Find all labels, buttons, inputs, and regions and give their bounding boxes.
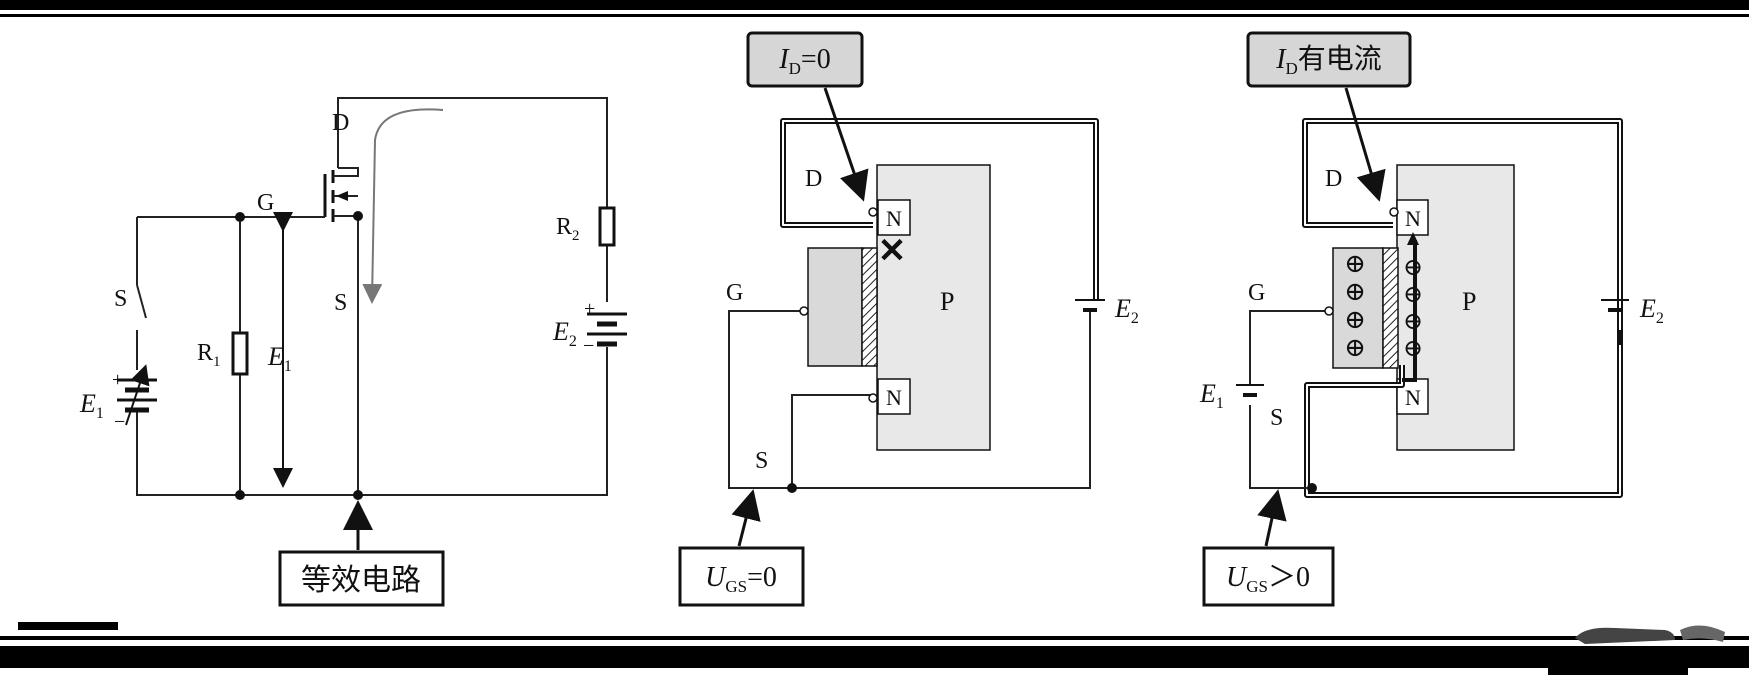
drain-current-arrow xyxy=(362,108,444,304)
pb-label-g: G xyxy=(1248,280,1265,306)
label-e1-span: E1 xyxy=(267,342,292,375)
pb-label-s: S xyxy=(1270,405,1283,431)
oxide-layer xyxy=(861,247,878,367)
zb-label-s: S xyxy=(755,448,768,474)
gate-charges: ⊕ ⊕ ⊕ ⊕ xyxy=(1344,249,1366,362)
e2-minus: − xyxy=(583,335,594,357)
e1-plus: + xyxy=(112,369,123,391)
blocked-cross-icon: ✕ xyxy=(878,233,907,270)
zb-label-e2: E2 xyxy=(1114,294,1139,327)
pb-label-e2: E2 xyxy=(1639,294,1664,327)
pb-label-d: D xyxy=(1325,166,1342,192)
n-region-top xyxy=(1396,199,1429,236)
id-zero-box xyxy=(746,31,864,88)
ugs-zero-box xyxy=(678,546,805,607)
minus-charge-icon: ⊖ xyxy=(1403,336,1423,362)
plus-charge-icon: ⊕ xyxy=(1344,305,1366,334)
minus-charge-icon: ⊖ xyxy=(1403,255,1423,281)
positive-bias-panel: ⊕ ⊕ ⊕ ⊕ ⊖ ⊖ ⊖ ⊖ ⊖ ID有电流 UGS＞0 D G S P N … xyxy=(1199,31,1664,607)
plus-charge-icon: ⊕ xyxy=(1344,249,1366,278)
e1-battery xyxy=(117,364,157,426)
r2-resistor xyxy=(598,206,616,247)
pb-label-n-bottom: N xyxy=(1405,385,1421,410)
mosfet-symbol xyxy=(310,167,359,222)
pb-label-p: P xyxy=(1462,287,1476,316)
id-flow-label: ID有电流 xyxy=(1275,43,1382,78)
caption-equivalent: 等效电路 xyxy=(301,564,421,597)
label-r1: R1 xyxy=(197,340,221,370)
gate-electrode xyxy=(1332,247,1384,369)
ugs-positive-label: UGS＞0 xyxy=(1226,562,1310,596)
pb-label-n-top: N xyxy=(1405,206,1421,231)
pb-label-e1: E1 xyxy=(1199,379,1224,412)
label-r2: R2 xyxy=(556,214,580,244)
plus-charge-icon: ⊕ xyxy=(1344,333,1366,362)
minus-charge-icon: ⊖ xyxy=(1403,309,1423,335)
zb-label-d: D xyxy=(805,166,822,192)
r1-resistor xyxy=(231,331,249,376)
label-g: G xyxy=(257,190,274,216)
zb-label-g: G xyxy=(726,280,743,306)
label-s: S xyxy=(334,290,347,316)
zb-label-n-bottom: N xyxy=(886,385,902,410)
label-e1: E1 xyxy=(79,389,104,422)
ugs-zero-label: UGS=0 xyxy=(705,562,777,596)
label-d: D xyxy=(332,110,349,136)
e2-plus: + xyxy=(584,298,595,320)
zb-label-p: P xyxy=(940,287,954,316)
n-region-top xyxy=(877,199,911,236)
channel-charges: ⊖ ⊖ ⊖ ⊖ ⊖ xyxy=(1403,255,1423,362)
oxide-layer xyxy=(1382,247,1399,369)
n-region-bottom xyxy=(877,378,911,415)
label-switch: S xyxy=(114,286,127,312)
e1-minus: − xyxy=(114,411,125,433)
id-flow-box xyxy=(1246,31,1412,88)
plus-charge-icon: ⊕ xyxy=(1344,277,1366,306)
caption-box xyxy=(278,550,445,607)
e2-battery xyxy=(587,312,627,347)
zero-bias-panel: ✕ ID=0 UGS=0 D G S P N N E2 xyxy=(678,31,1139,607)
id-zero-label: ID=0 xyxy=(778,44,830,78)
gate-electrode xyxy=(807,247,863,367)
label-e2: E2 xyxy=(552,317,577,350)
equivalent-circuit: 等效电路 D G S S R1 R2 E1 E1 + − E2 + − xyxy=(79,97,627,607)
minus-charge-icon: ⊖ xyxy=(1403,282,1423,308)
ugs-positive-box xyxy=(1202,546,1335,607)
zb-label-n-top: N xyxy=(886,206,902,231)
switch-blade xyxy=(136,284,147,319)
